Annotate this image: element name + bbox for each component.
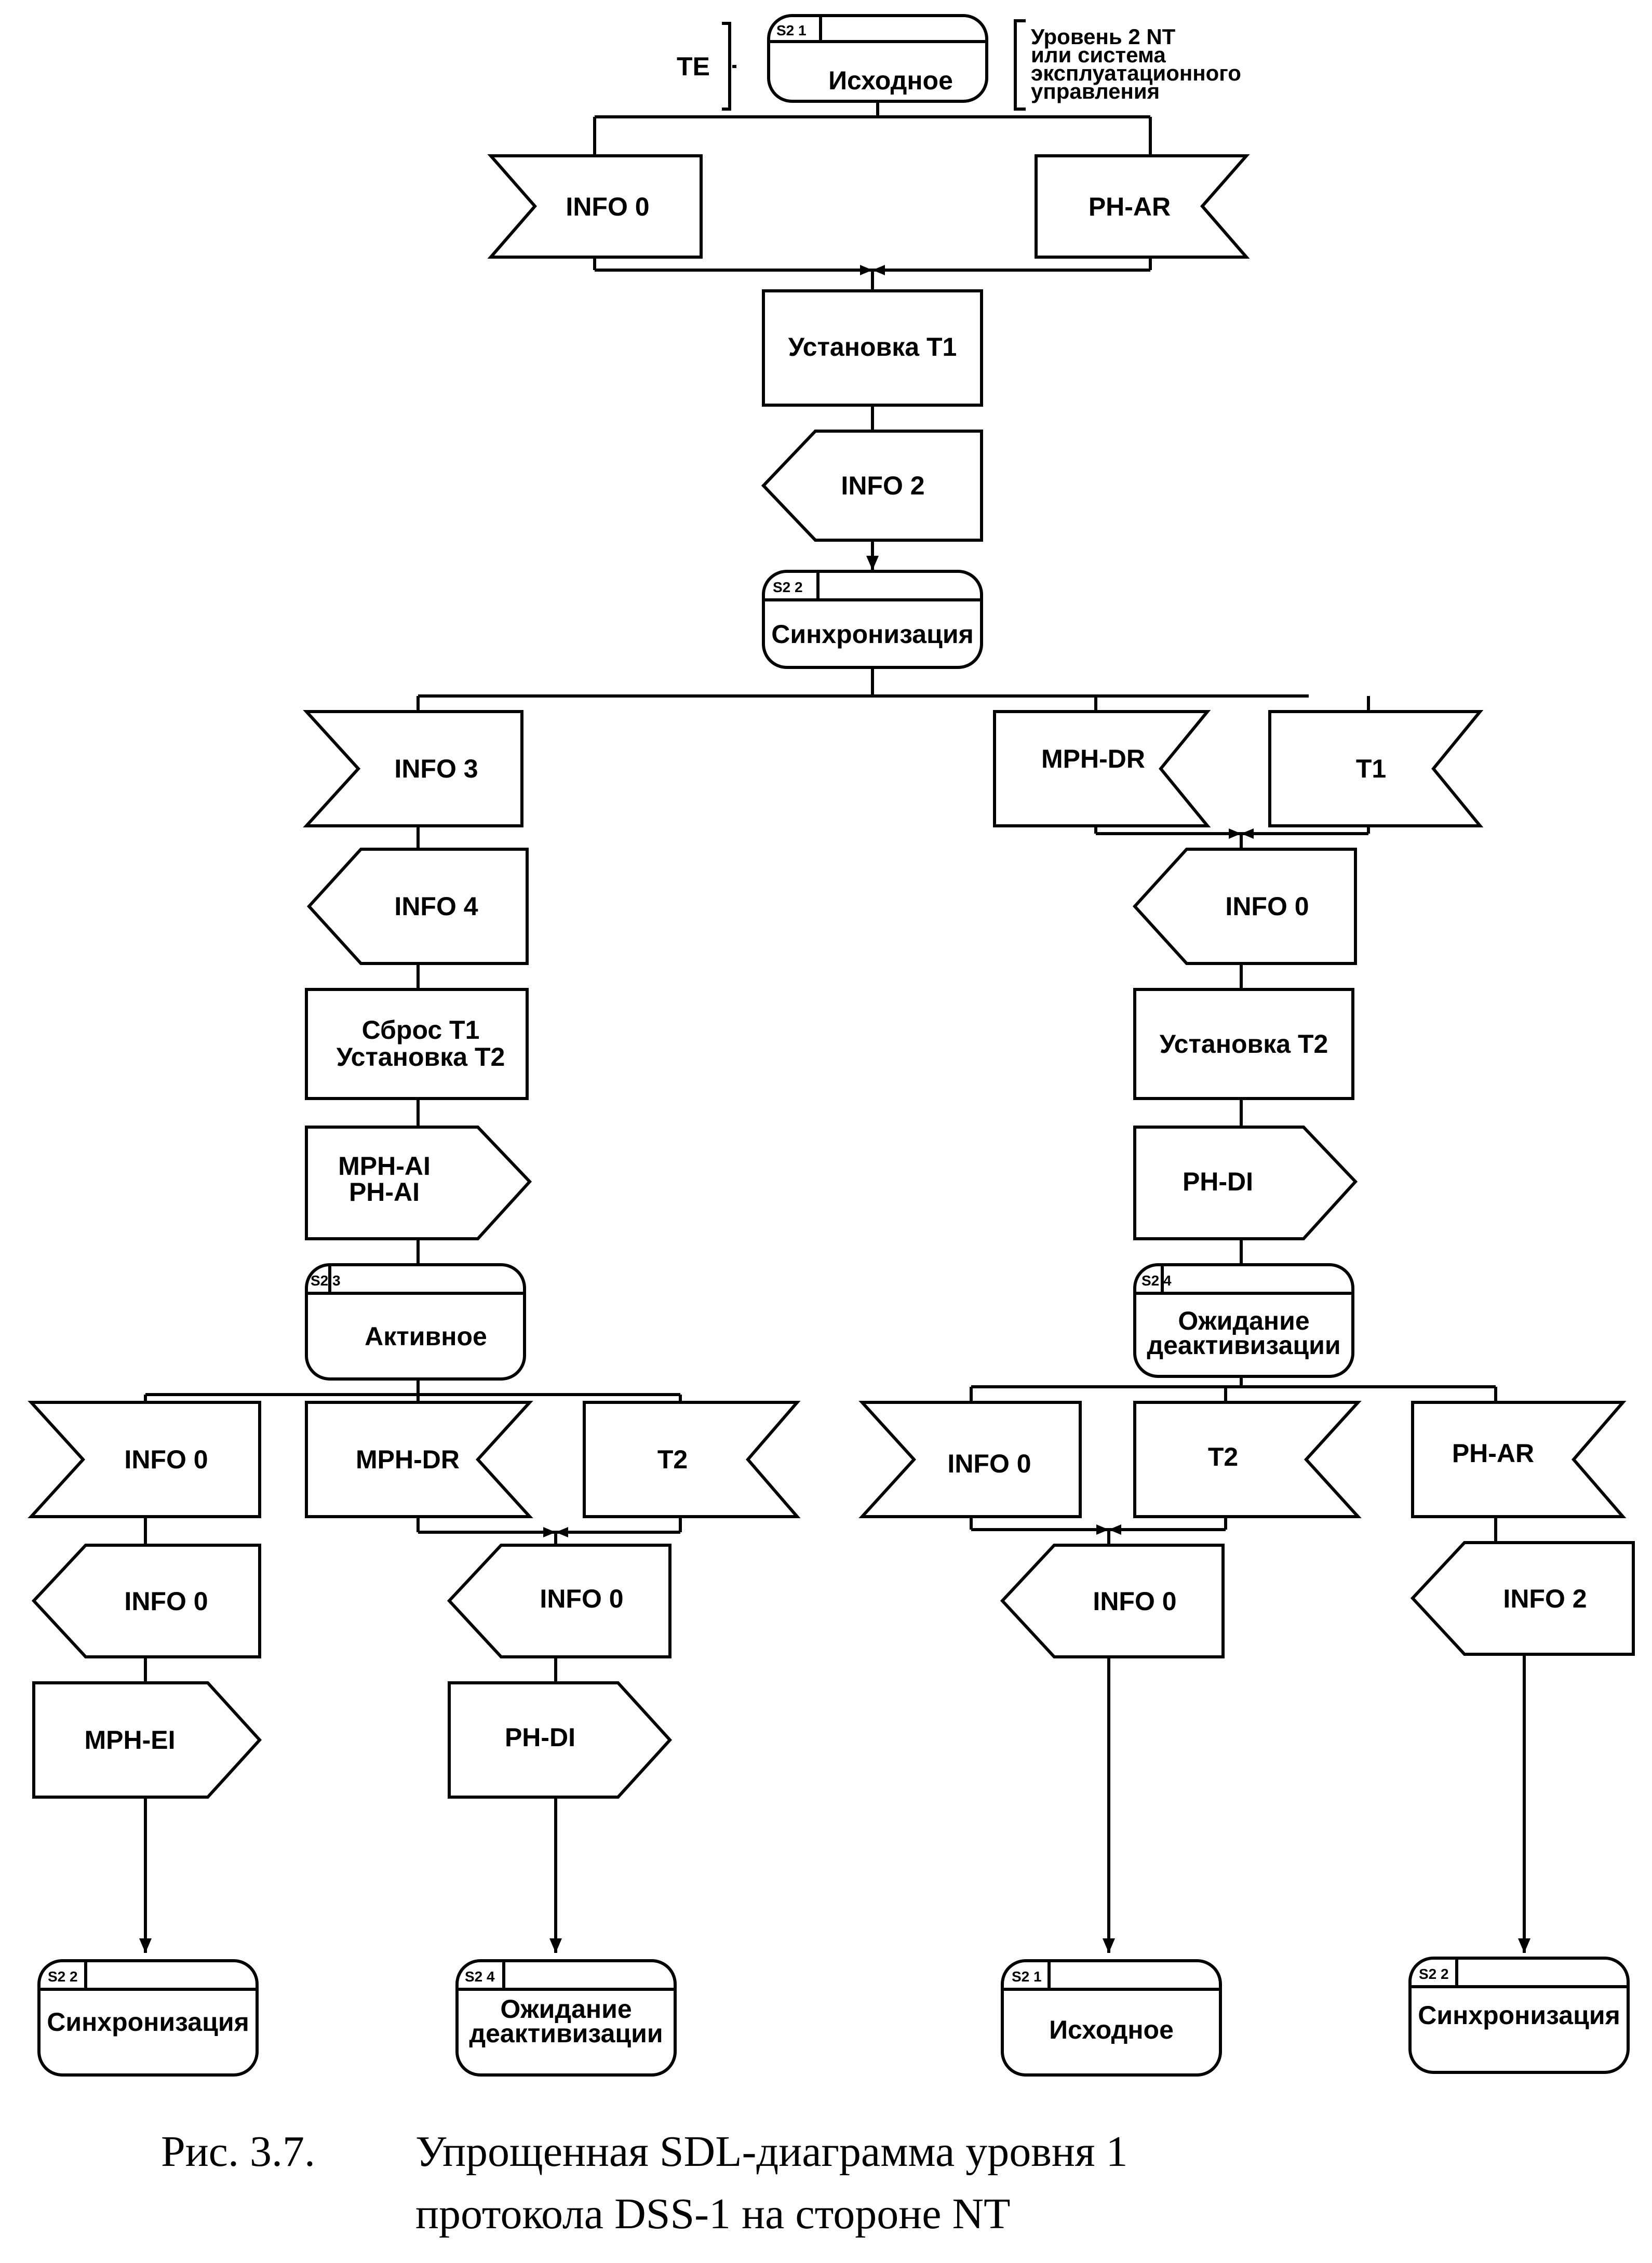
signal-label: MPH-DR <box>356 1445 460 1474</box>
task-label: Установка Т2 <box>337 1042 505 1072</box>
state-id: S2 2 <box>773 579 803 595</box>
signal-label: INFO 2 <box>841 471 924 500</box>
state-sync: S2 2 Синхронизация <box>762 570 983 669</box>
signal-label: T2 <box>657 1445 688 1474</box>
signal-label: PH-AR <box>1452 1439 1534 1468</box>
connector-lines <box>144 101 1526 1953</box>
state-wait-deactivation: S2 4 Ожидание деактивизации <box>1133 1263 1354 1378</box>
input-info3: INFO 3 <box>303 710 523 827</box>
output-ph-di: PH-DI <box>1133 1126 1358 1240</box>
signal-label: INFO 0 <box>1225 892 1309 921</box>
input-t2: T2 <box>583 1401 801 1518</box>
state-label: Исходное <box>1049 2015 1174 2044</box>
signal-label: PH-AI <box>349 1177 420 1207</box>
state-label: деактивизации <box>469 2019 663 2048</box>
output-info2: INFO 2 <box>1410 1541 1635 1656</box>
state-sync: S2 2 Синхронизация <box>37 1959 259 2077</box>
state-id: S2 4 <box>465 1969 495 1985</box>
signal-label: INFO 2 <box>1503 1584 1587 1613</box>
state-active: S2 3 Активное <box>305 1263 526 1381</box>
env-bracket-te: TE <box>677 22 736 111</box>
arrowheads <box>139 556 1530 1953</box>
input-mph-dr: MPH-DR <box>993 710 1211 827</box>
input-info0: INFO 0 <box>487 154 703 259</box>
input-t2: T2 <box>1133 1401 1362 1518</box>
signal-label: INFO 4 <box>394 892 478 921</box>
nt-side-line: Уровень 2 NT <box>1031 24 1176 49</box>
output-ph-di: PH-DI <box>448 1681 673 1799</box>
state-id: S2 1 <box>1012 1969 1042 1985</box>
signal-label: MPH-DR <box>1041 744 1145 773</box>
env-bracket-nt: Уровень 2 NT или система эксплуатационно… <box>1014 19 1241 111</box>
state-id: S2 2 <box>48 1969 78 1985</box>
output-info2: INFO 2 <box>761 430 983 542</box>
nt-side-line: эксплуатационного <box>1031 61 1241 85</box>
figure-caption: Рис. 3.7. Упрощенная SDL-диаграмма уровн… <box>161 2127 1127 2238</box>
state-label: Активное <box>365 1322 487 1351</box>
state-label: Ожидание <box>500 1994 632 2024</box>
state-label: деактивизации <box>1147 1331 1340 1360</box>
caption-number: Рис. 3.7. <box>161 2127 315 2176</box>
task-label: Сброс Т1 <box>362 1015 480 1045</box>
signal-label: PH-DI <box>505 1723 575 1752</box>
state-label: Ожидание <box>1178 1306 1309 1335</box>
task-label: Установка Т1 <box>788 332 957 361</box>
signal-label: MPH-EI <box>85 1725 176 1755</box>
signal-label: INFO 0 <box>124 1587 208 1616</box>
signal-label: INFO 0 <box>1093 1587 1176 1616</box>
input-mph-dr: MPH-DR <box>305 1401 533 1518</box>
state-id: S2 4 <box>1141 1273 1172 1289</box>
caption-line-2: протокола DSS-1 на стороне NT <box>415 2190 1010 2238</box>
task-label: Установка Т2 <box>1160 1029 1328 1059</box>
signal-label: T2 <box>1208 1442 1238 1471</box>
task-set-t2: Установка Т2 <box>1133 988 1354 1100</box>
nt-side-line: управления <box>1031 79 1160 103</box>
state-label: Синхронизация <box>47 2007 249 2037</box>
signal-label: INFO 3 <box>394 754 478 783</box>
output-info0: INFO 0 <box>447 1544 671 1658</box>
input-ph-ar: PH-AR <box>1035 154 1250 259</box>
state-id: S2 2 <box>1419 1966 1449 1982</box>
signal-label: PH-AR <box>1089 192 1171 221</box>
state-initial: S2 1 Исходное <box>767 14 988 103</box>
state-label: Синхронизация <box>1418 2001 1620 2030</box>
state-id: S2 3 <box>311 1273 341 1289</box>
input-t1: T1 <box>1268 710 1484 827</box>
signal-label: PH-DI <box>1183 1167 1253 1196</box>
input-info0: INFO 0 <box>858 1401 1082 1518</box>
state-initial: S2 1 Исходное <box>1001 1959 1222 2077</box>
output-info0: INFO 0 <box>31 1544 261 1658</box>
te-label: TE <box>677 52 710 81</box>
signal-label: INFO 0 <box>540 1584 623 1613</box>
input-info0: INFO 0 <box>28 1401 261 1518</box>
output-info4: INFO 4 <box>306 848 529 965</box>
nt-side-line: или система <box>1031 43 1166 67</box>
output-info0: INFO 0 <box>1000 1544 1225 1658</box>
signal-label: INFO 0 <box>947 1449 1031 1478</box>
output-mph-ei: MPH-EI <box>32 1681 262 1799</box>
state-label: Синхронизация <box>771 620 974 649</box>
input-ph-ar: PH-AR <box>1411 1401 1627 1518</box>
output-info0: INFO 0 <box>1132 848 1357 965</box>
signal-label: MPH-AI <box>338 1151 431 1181</box>
output-mph-ai-ph-ai: MPH-AI PH-AI <box>305 1126 532 1240</box>
signal-label: T1 <box>1356 754 1386 783</box>
task-reset-t1-set-t2: Сброс Т1 Установка Т2 <box>305 988 529 1100</box>
state-label: Исходное <box>828 66 953 95</box>
signal-label: INFO 0 <box>124 1445 208 1474</box>
junction-marks <box>543 265 1254 1537</box>
caption-line-1: Упрощенная SDL-диаграмма уровня 1 <box>415 2127 1127 2176</box>
state-wait-deactivation: S2 4 Ожидание деактивизации <box>455 1959 677 2077</box>
state-id: S2 1 <box>776 22 807 38</box>
signal-label: INFO 0 <box>566 192 649 221</box>
state-sync: S2 2 Синхронизация <box>1408 1957 1630 2074</box>
task-set-t1: Установка Т1 <box>762 289 983 407</box>
